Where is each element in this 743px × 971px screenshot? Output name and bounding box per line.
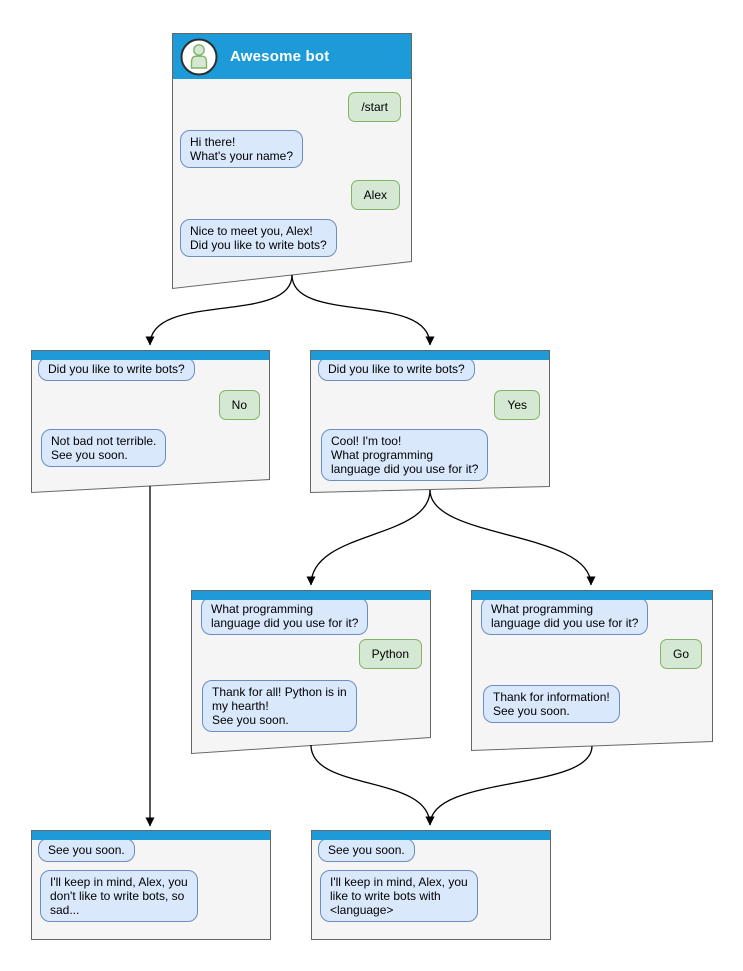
chat-window-titlebar — [311, 830, 551, 840]
bot-message-bubble: Cool! I'm too! What programming language… — [321, 429, 489, 481]
edge-go-to-end — [425, 745, 593, 826]
chat-window-end-no: See you soon. I'll keep in mind, Alex, y… — [31, 830, 271, 940]
chat-window-branch-python: What programming language did you use fo… — [191, 590, 431, 753]
edge-yes-to-python — [306, 489, 431, 586]
chat-window-root: Awesome bot /start Hi there! What's your… — [172, 33, 412, 288]
chat-window-titlebar — [471, 590, 713, 600]
bot-message-bubble: Thank for all! Python is in my hearth! S… — [202, 680, 357, 732]
bot-message-bubble: Not bad not terrible. See you soon. — [41, 429, 167, 467]
edge-yes-to-go — [429, 489, 596, 586]
user-message-bubble: Alex — [350, 180, 400, 210]
chat-window-titlebar: Awesome bot — [172, 33, 412, 79]
edge-root-to-no — [145, 274, 293, 346]
bot-message-bubble: See you soon. — [318, 838, 415, 862]
bot-message-bubble: Thank for information! See you soon. — [483, 685, 620, 723]
chat-window-branch-go: What programming language did you use fo… — [471, 590, 713, 750]
chat-window-titlebar — [31, 350, 270, 360]
bot-message-bubble: What programming language did you use fo… — [201, 597, 369, 635]
chat-window-end-yes: See you soon. I'll keep in mind, Alex, y… — [311, 830, 551, 940]
bot-message-bubble: Hi there! What's your name? — [180, 130, 304, 168]
bot-message-bubble: Did you like to write bots? — [38, 357, 195, 381]
bot-message-bubble: What programming language did you use fo… — [481, 597, 649, 635]
bot-message-bubble: Nice to meet you, Alex! Did you like to … — [180, 219, 337, 257]
chat-window-branch-no: Did you like to write bots? No Not bad n… — [31, 350, 270, 492]
user-message-bubble: No — [218, 390, 260, 420]
user-message-bubble: Go — [659, 639, 702, 669]
edge-python-to-end — [310, 744, 435, 826]
bot-message-bubble: See you soon. — [38, 838, 135, 862]
bot-message-bubble: I'll keep in mind, Alex, you don't like … — [40, 870, 198, 922]
chat-window-branch-yes: Did you like to write bots? Yes Cool! I'… — [310, 350, 550, 492]
user-message-bubble: Yes — [494, 390, 540, 420]
chat-window-titlebar — [191, 590, 431, 600]
edge-root-to-yes — [291, 274, 435, 346]
user-message-bubble: Python — [358, 639, 422, 669]
bot-message-bubble: I'll keep in mind, Alex, you like to wri… — [320, 870, 478, 922]
user-message-bubble: /start — [348, 92, 401, 122]
bot-message-bubble: Did you like to write bots? — [318, 357, 475, 381]
chat-window-title: Awesome bot — [230, 47, 330, 65]
chat-window-titlebar — [31, 830, 271, 840]
chat-window-titlebar — [310, 350, 550, 360]
bot-avatar-person-icon — [179, 36, 219, 76]
